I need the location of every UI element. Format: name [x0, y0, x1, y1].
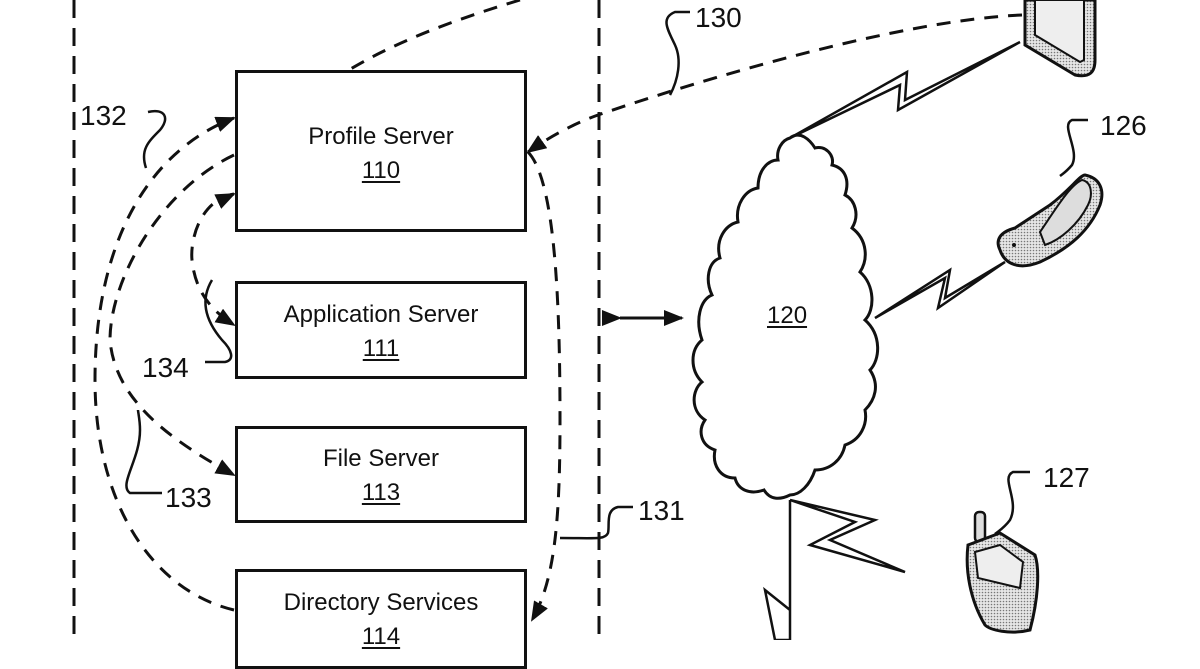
network-cloud-icon [691, 133, 880, 500]
file-server-ref: 113 [361, 479, 401, 506]
leader-130 [665, 10, 690, 96]
profile-server-title: Profile Server [308, 123, 454, 150]
file-server-box[interactable]: File Server 113 [235, 426, 527, 523]
profile-server-box[interactable]: Profile Server 110 [235, 70, 527, 232]
application-server-title: Application Server [283, 301, 479, 328]
wireless-link-tablet [789, 40, 1021, 140]
ref-127: 127 [1043, 462, 1090, 493]
wireless-link-bottom [763, 500, 792, 640]
ref-134: 134 [142, 352, 189, 383]
directory-services-ref: 114 [361, 623, 401, 650]
connection-131 [526, 150, 562, 622]
ref-133: 133 [165, 482, 212, 513]
connection-top-arc [266, 0, 521, 141]
directory-services-box[interactable]: Directory Services 114 [235, 569, 527, 669]
directory-services-title: Directory Services [283, 589, 479, 616]
profile-server-ref: 110 [361, 157, 401, 184]
connection-134 [190, 192, 236, 327]
ref-126: 126 [1100, 110, 1147, 141]
ref-130: 130 [695, 2, 742, 33]
leader-131 [559, 505, 633, 540]
connection-133 [108, 153, 236, 477]
file-server-title: File Server [322, 445, 440, 472]
wireless-link-flip-phone [874, 260, 1006, 320]
tablet-icon [1023, 0, 1097, 78]
ref-132: 132 [80, 100, 127, 131]
connection-132 [93, 116, 236, 612]
wireless-link-cell-phone [789, 498, 906, 574]
leader-133 [125, 409, 162, 495]
connection-130 [526, 13, 1023, 154]
leader-134 [204, 279, 233, 364]
cell-phone-icon [965, 510, 1040, 634]
leader-126 [1059, 118, 1088, 177]
network-ref: 120 [767, 302, 808, 329]
application-server-box[interactable]: Application Server 111 [235, 281, 527, 379]
diagram-canvas [72, 0, 1104, 640]
flip-phone-icon [996, 173, 1104, 268]
leader-127 [994, 470, 1030, 535]
ref-131: 131 [638, 495, 685, 526]
leader-132 [142, 109, 167, 169]
application-server-ref: 111 [362, 335, 400, 362]
